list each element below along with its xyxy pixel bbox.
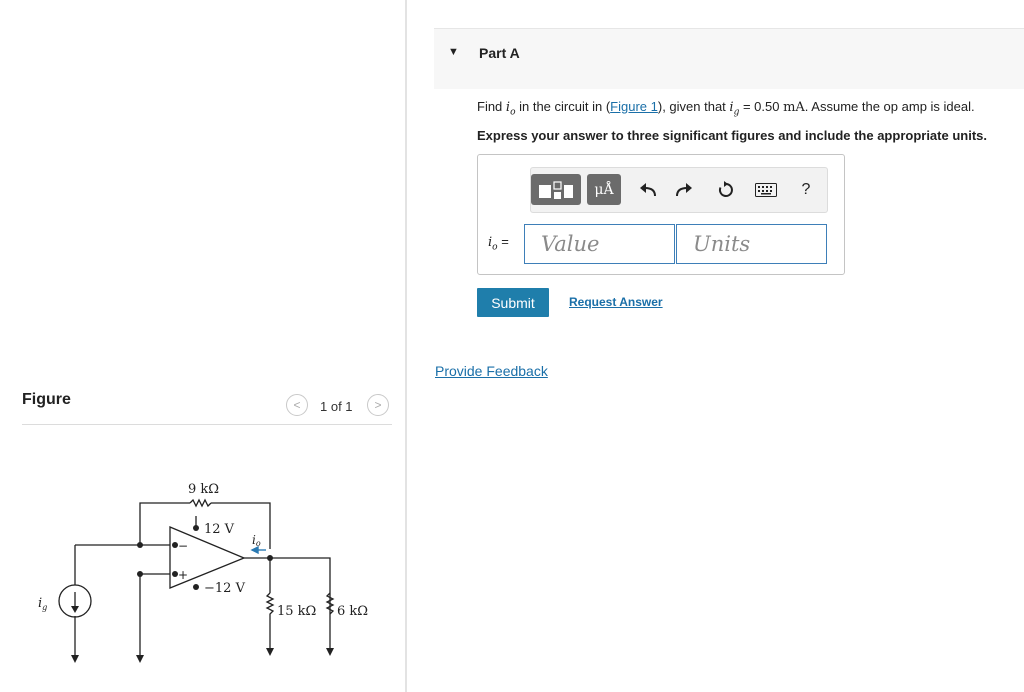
help-button[interactable]: ?: [801, 181, 811, 198]
resistor-6k-label: 6 kΩ: [337, 604, 368, 619]
question-panel: ▼ Part A Find io in the circuit in (Figu…: [407, 0, 1024, 692]
answer-variable-label: io =: [488, 234, 509, 253]
math-toolbar: μÅ ?: [530, 167, 828, 213]
previous-figure-button[interactable]: <: [286, 394, 308, 416]
collapse-caret-icon[interactable]: ▼: [448, 46, 459, 58]
figure-divider: [22, 424, 392, 425]
figure-count: 1 of 1: [320, 399, 353, 414]
output-current-label: io: [252, 533, 261, 548]
next-figure-button[interactable]: >: [367, 394, 389, 416]
circuit-diagram[interactable]: 9 kΩ 12 V −12 V 15 kΩ 6 kΩ − + io ig: [30, 470, 390, 680]
undo-button[interactable]: [635, 177, 661, 203]
request-answer-link[interactable]: Request Answer: [569, 295, 663, 309]
undo-icon: [640, 183, 656, 197]
noninverting-input-sign: +: [178, 568, 188, 582]
submit-button[interactable]: Submit: [477, 288, 549, 317]
part-a-header[interactable]: ▼ Part A: [434, 28, 1024, 89]
templates-icon: [539, 180, 573, 199]
provide-feedback-link[interactable]: Provide Feedback: [435, 363, 548, 379]
figure-title: Figure: [22, 391, 71, 408]
answer-box: μÅ ? io =: [477, 154, 845, 275]
resistor-15k-label: 15 kΩ: [277, 604, 316, 619]
positive-supply-label: 12 V: [204, 522, 235, 537]
feedback-resistor-label: 9 kΩ: [188, 482, 219, 497]
reset-button[interactable]: [713, 177, 739, 203]
units-button[interactable]: μÅ: [587, 174, 621, 205]
reset-icon: [718, 181, 733, 197]
source-current-label: ig: [38, 596, 47, 612]
redo-button[interactable]: [671, 177, 697, 203]
figure-panel: Figure < 1 of 1 >: [0, 0, 405, 692]
figure-1-link[interactable]: Figure 1: [610, 99, 658, 114]
redo-icon: [676, 183, 692, 197]
problem-statement: Find io in the circuit in (Figure 1), gi…: [477, 99, 975, 118]
part-title: Part A: [479, 45, 520, 61]
keyboard-icon: [755, 183, 777, 197]
templates-button[interactable]: [531, 174, 581, 205]
panel-divider[interactable]: [405, 0, 407, 692]
inverting-input-sign: −: [178, 539, 188, 553]
value-input[interactable]: [524, 224, 675, 264]
units-input[interactable]: [676, 224, 827, 264]
instruction-text: Express your answer to three significant…: [477, 128, 987, 143]
keyboard-button[interactable]: [751, 177, 781, 203]
negative-supply-label: −12 V: [204, 581, 246, 596]
